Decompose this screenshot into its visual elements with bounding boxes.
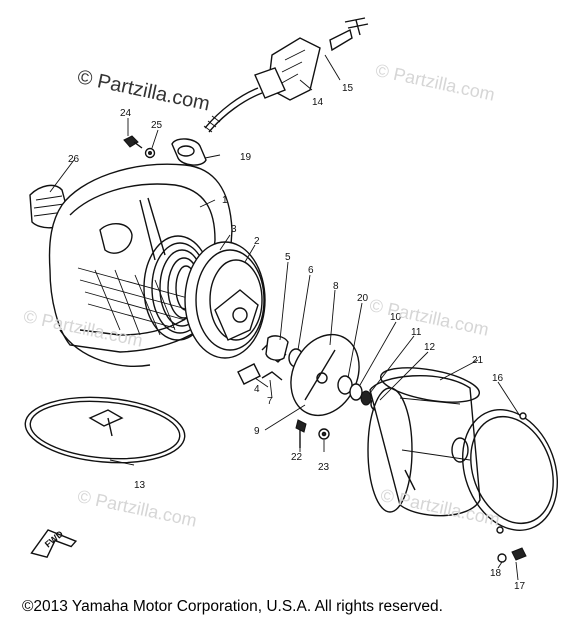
rope-pulley [184,241,266,359]
callout-13: 13 [134,480,146,491]
callout-3: 3 [231,224,237,235]
gasket-ring [461,409,559,534]
callout-8: 8 [333,281,339,292]
bolt-24 [123,135,143,149]
washer-18 [497,553,507,563]
starter-rope [24,396,186,464]
callout-15: 15 [342,83,354,94]
callout-18: 18 [490,568,502,579]
callout-26: 26 [68,154,80,165]
callout-22: 22 [291,452,303,463]
callout-14: 14 [312,97,324,108]
callout-labels: 1 2 3 4 5 6 7 8 9 10 11 12 13 14 15 16 1… [68,83,526,592]
washer-10 [349,383,363,401]
leader-lines [49,54,521,581]
callout-17: 17 [514,581,526,592]
friction-spring-7 [261,371,283,381]
callout-12: 12 [424,342,436,353]
starter-handle-assembly [203,17,369,133]
callout-9: 9 [254,426,260,437]
callout-7: 7 [267,396,273,407]
nut-11 [360,390,372,406]
callout-4: 4 [254,384,260,395]
callout-21: 21 [472,355,484,366]
callout-23: 23 [318,462,330,473]
drive-plate [290,333,360,417]
starter-cup [367,367,481,517]
callout-24: 24 [120,108,132,119]
fwd-arrow: FWD [30,528,78,559]
callout-1: 1 [222,195,228,206]
washer-25 [144,147,156,159]
pawl-4 [237,363,261,385]
rope-guide [171,138,207,166]
copyright-notice: ©2013 Yamaha Motor Corporation, U.S.A. A… [22,598,443,615]
callout-5: 5 [285,252,291,263]
callout-10: 10 [390,312,402,323]
callout-20: 20 [357,293,369,304]
callout-25: 25 [151,120,163,131]
bolt-17 [511,547,527,561]
callout-16: 16 [492,373,504,384]
spring-5 [261,335,289,363]
callout-2: 2 [254,236,260,247]
washer-23 [318,428,330,440]
callout-11: 11 [411,327,422,338]
callout-19: 19 [240,152,252,163]
callout-6: 6 [308,265,314,276]
bolt-22 [295,419,307,448]
